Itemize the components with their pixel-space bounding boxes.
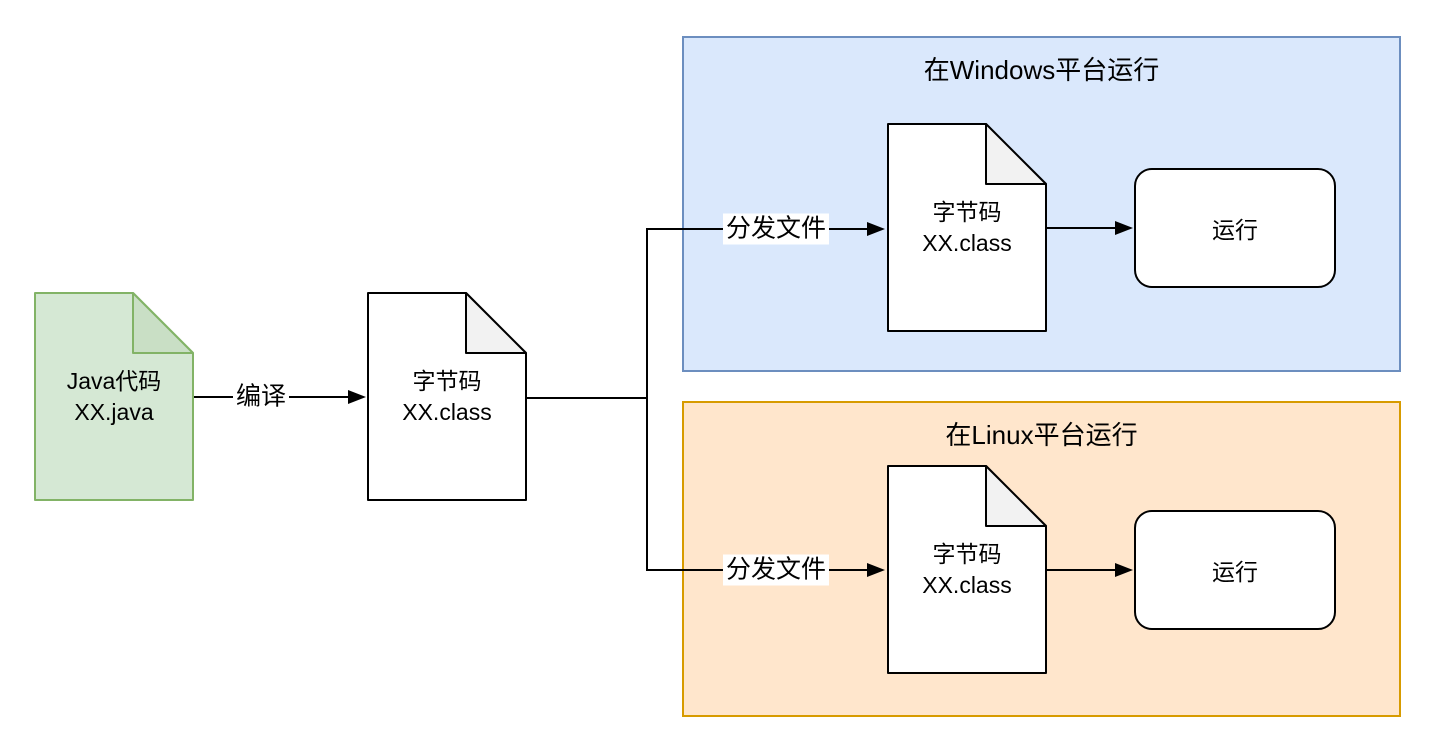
- bytecode-label: 字节码 XX.class: [367, 292, 527, 501]
- document-icon: [887, 123, 1047, 332]
- bytecode-linux-node: 字节码 XX.class: [887, 465, 1047, 674]
- bytecode-windows-line2: XX.class: [922, 229, 1012, 256]
- bytecode-linux-line2: XX.class: [922, 571, 1012, 598]
- document-icon: [887, 465, 1047, 674]
- run-windows-node: 运行: [1134, 168, 1336, 288]
- container-windows-title: 在Windows平台运行: [923, 55, 1160, 85]
- bytecode-windows-node: 字节码 XX.class: [887, 123, 1047, 332]
- run-windows-label: 运行: [1212, 217, 1258, 243]
- document-icon: [367, 292, 527, 501]
- bytecode-linux-line1: 字节码: [932, 540, 1002, 567]
- java-source-line1: Java代码: [66, 367, 162, 394]
- bytecode-node: 字节码 XX.class: [367, 292, 527, 501]
- java-source-label: Java代码 XX.java: [34, 292, 194, 501]
- run-linux-label: 运行: [1212, 559, 1258, 585]
- run-linux-node: 运行: [1134, 510, 1336, 630]
- edge-compile-arrowhead: [348, 390, 366, 404]
- edge-label-compile: 编译: [232, 381, 290, 413]
- container-linux-title: 在Linux平台运行: [945, 420, 1138, 450]
- edge-label-distribute-linux: 分发文件: [722, 554, 830, 586]
- document-icon: [34, 292, 194, 501]
- edge-label-distribute-windows: 分发文件: [722, 213, 830, 245]
- java-source-node: Java代码 XX.java: [34, 292, 194, 501]
- bytecode-windows-line1: 字节码: [932, 198, 1002, 225]
- bytecode-line1: 字节码: [412, 367, 482, 394]
- bytecode-linux-label: 字节码 XX.class: [887, 465, 1047, 674]
- bytecode-line2: XX.class: [402, 398, 492, 425]
- java-source-line2: XX.java: [74, 398, 154, 425]
- bytecode-windows-label: 字节码 XX.class: [887, 123, 1047, 332]
